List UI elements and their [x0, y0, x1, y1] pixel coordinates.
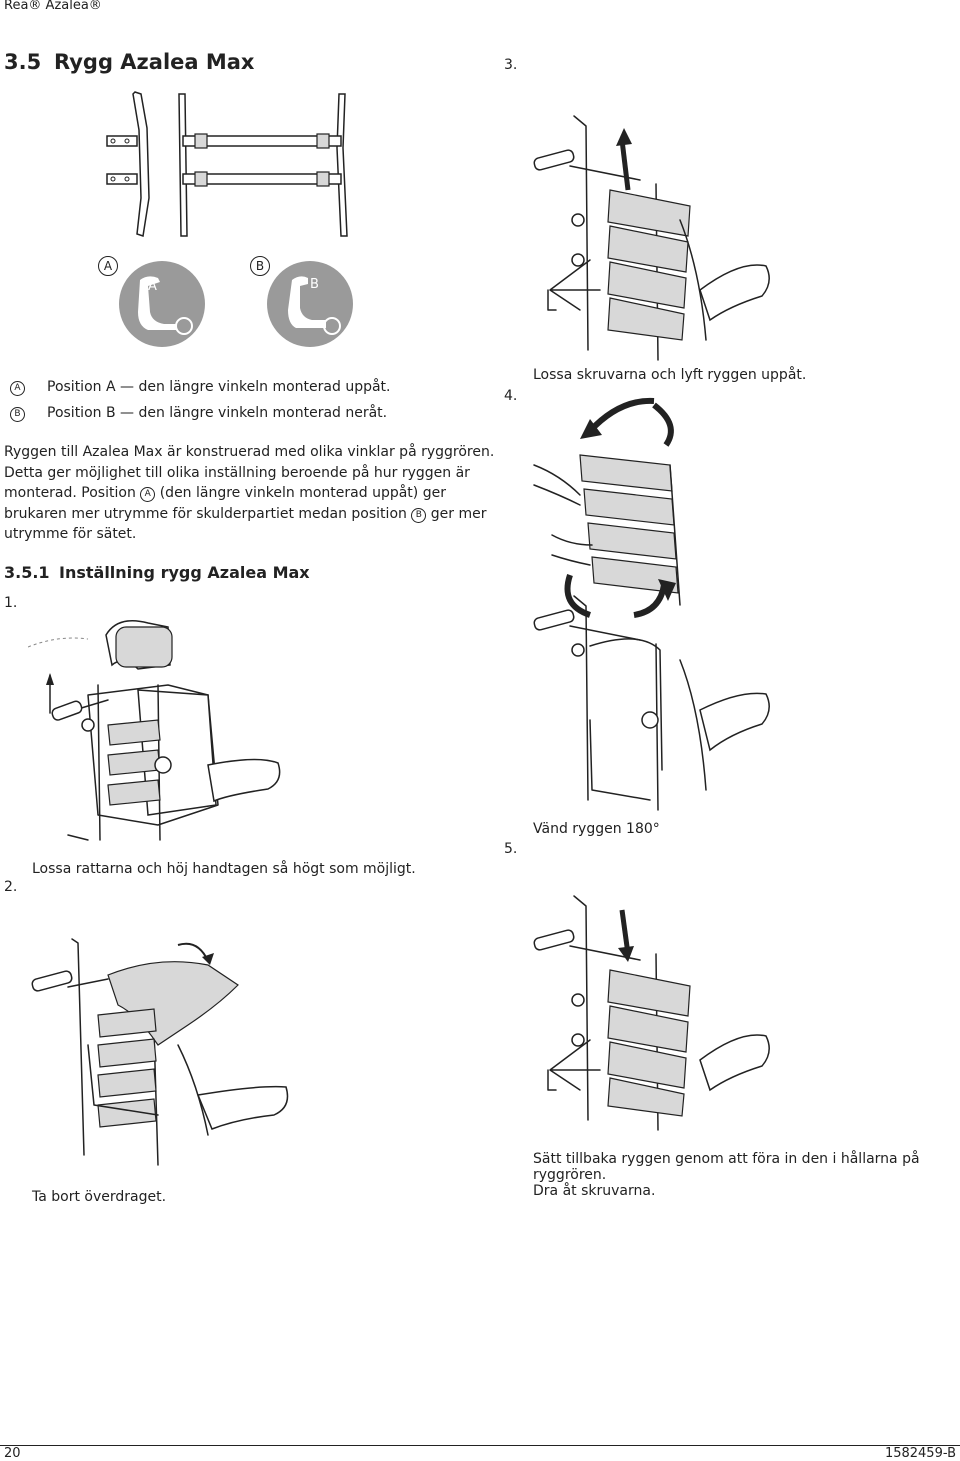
step-6-caption: Sätt tillbaka ryggen genom att föra in d… — [533, 1151, 960, 1199]
step-4-number: 4. — [504, 388, 518, 404]
legend-b-marker: B — [10, 407, 25, 422]
paragraph-line-3: monterad. Position A (den längre vinkeln… — [4, 485, 446, 502]
step-5-illustration — [533, 595, 770, 811]
step-5-caption: Vänd ryggen 180° — [533, 821, 660, 837]
subsection-number: 3.5.1 — [4, 563, 50, 582]
step-6-caption-line-1: Sätt tillbaka ryggen genom att föra in d… — [533, 1151, 920, 1183]
step-5-number: 5. — [504, 841, 518, 857]
step-6-illustration — [533, 895, 770, 1131]
position-b-icon: B — [267, 261, 353, 347]
step-1-number: 1. — [4, 595, 18, 611]
page-number: 20 — [4, 1446, 21, 1461]
description-paragraph: Ryggen till Azalea Max är konstruerad me… — [4, 442, 504, 545]
subsection-title-text: Inställning rygg Azalea Max — [59, 563, 310, 582]
legend-a-text: Position A — den längre vinkeln monterad… — [47, 379, 391, 395]
footer-rule — [0, 1445, 960, 1446]
step-1-caption: Lossa rattarna och höj handtagen så högt… — [32, 861, 416, 877]
paragraph-line-5: utrymme för sätet. — [4, 526, 137, 542]
legend-b-text: Position B — den längre vinkeln monterad… — [47, 405, 388, 421]
tube-pair — [178, 93, 348, 237]
paragraph-line-2: Detta ger möjlighet till olika inställni… — [4, 464, 470, 481]
section-title-text: Rygg Azalea Max — [54, 50, 255, 74]
tube-single — [106, 91, 150, 237]
header-brand: Rea® Azalea® — [4, 0, 102, 13]
paragraph-line-1: Ryggen till Azalea Max är konstruerad me… — [4, 444, 495, 460]
step-4-illustration — [533, 397, 681, 618]
paragraph-line-4: brukaren mer utrymme för skulderpartiet … — [4, 505, 487, 523]
step-3-illustration — [533, 115, 770, 361]
step-2-illustration — [31, 938, 289, 1166]
back-tubes-illustration — [106, 91, 348, 237]
position-a-icon: A — [119, 261, 205, 347]
section-number: 3.5 — [4, 50, 42, 74]
step-3-number: 3. — [504, 57, 518, 73]
step-6-caption-line-2: Dra åt skruvarna. — [533, 1183, 656, 1199]
legend-row-b: B Position B — den längre vinkeln monter… — [10, 405, 387, 422]
step-2-caption: Ta bort överdraget. — [32, 1189, 167, 1205]
legend-badge-b: B — [250, 256, 270, 276]
subsection-title: 3.5.1 Inställning rygg Azalea Max — [4, 563, 310, 582]
position-a-icon-label: A — [148, 279, 157, 294]
step-2-number: 2. — [4, 879, 18, 895]
step-4-caption: Lossa skruvarna och lyft ryggen uppåt. — [533, 367, 807, 383]
legend-a-marker: A — [10, 381, 25, 396]
legend-row-a: A Position A — den längre vinkeln monter… — [10, 379, 391, 396]
step-1-illustration — [28, 620, 281, 841]
document-code: 1582459-B — [884, 1446, 956, 1461]
section-title: 3.5 Rygg Azalea Max — [4, 50, 254, 74]
legend-badge-a: A — [98, 256, 118, 276]
position-b-icon-label: B — [310, 277, 319, 292]
